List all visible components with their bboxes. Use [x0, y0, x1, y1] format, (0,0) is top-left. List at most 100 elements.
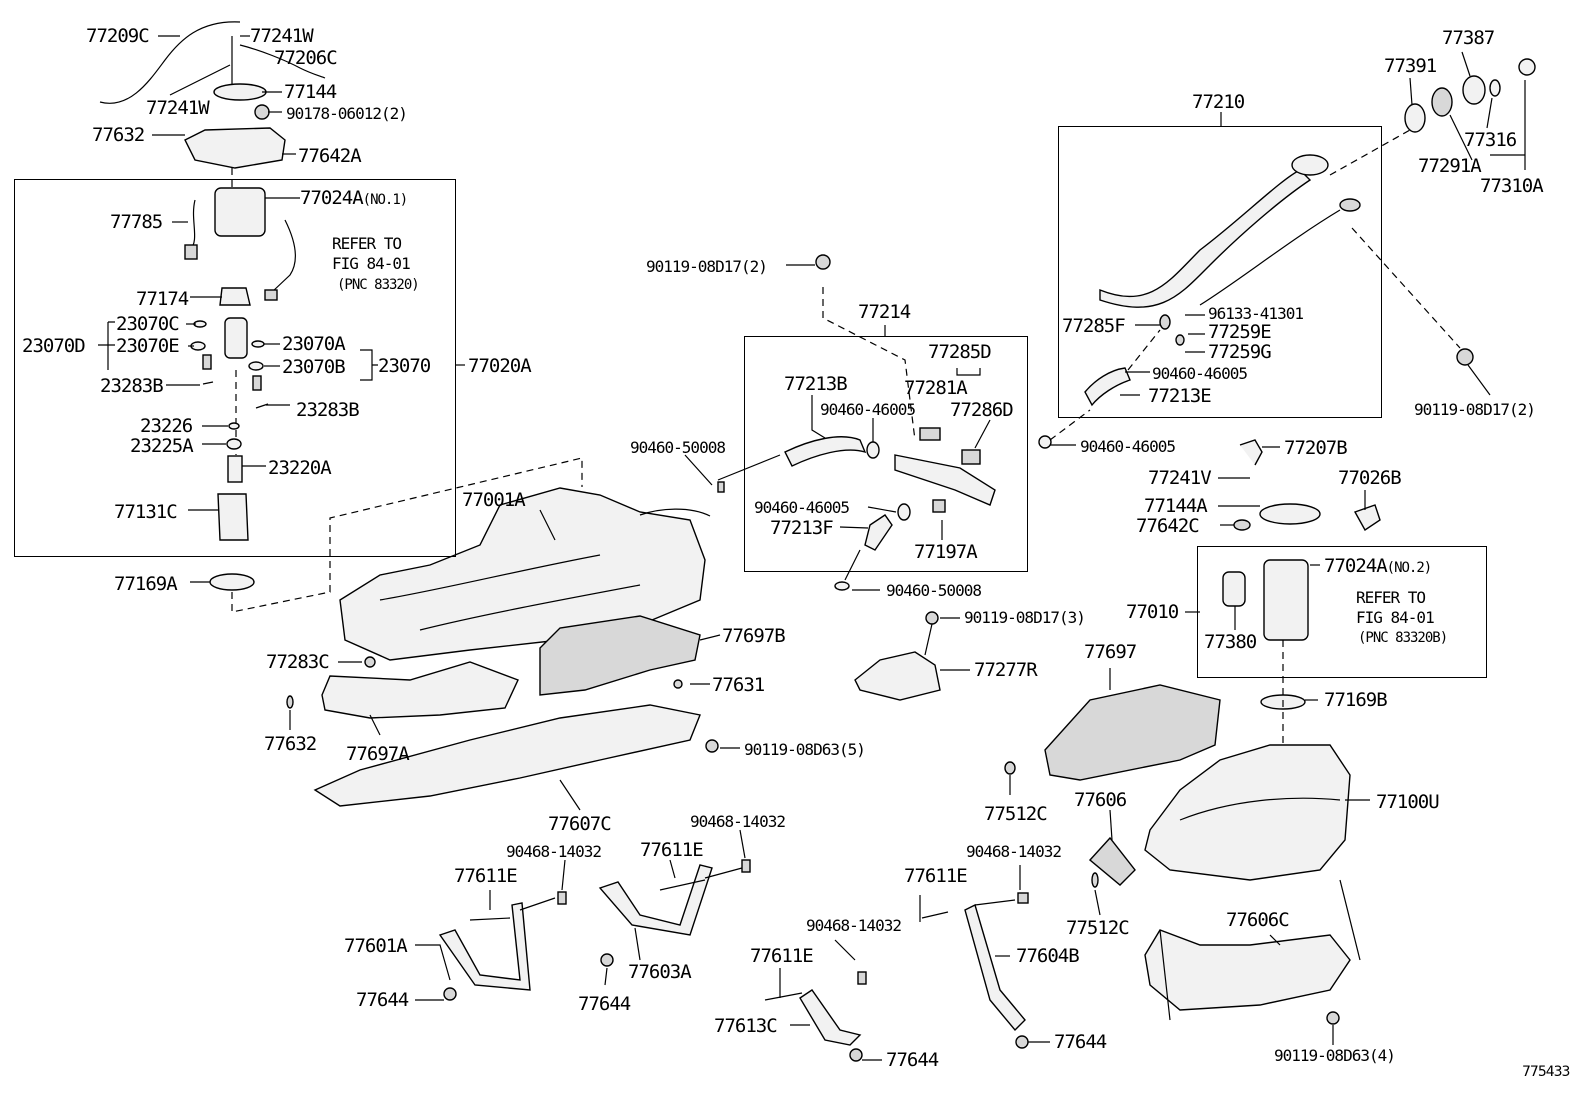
group-box-77020a: [14, 179, 456, 557]
strap-77601a: [438, 902, 531, 991]
clamp-77197a: [932, 499, 946, 513]
grommet-77283c: [364, 656, 376, 668]
part-label: 77644: [886, 1049, 939, 1071]
part-label: 90460-50008: [886, 581, 982, 600]
part-label: 77642A: [298, 145, 362, 167]
part-label: 90119-08D17(2): [1414, 400, 1536, 419]
part-label: 23070D: [22, 335, 86, 357]
part-label: 77100U: [1376, 791, 1440, 813]
strap-77603a: [598, 864, 713, 936]
part-label: 77611E: [640, 839, 704, 861]
part-label: 77169B: [1324, 689, 1388, 711]
part-label: 77697: [1084, 641, 1137, 663]
part-label: 23070A: [282, 333, 346, 355]
pump-bracket-77024a: [214, 187, 266, 237]
gasket-77387: [1462, 75, 1486, 105]
hose-77213b: [784, 436, 867, 467]
group-box-77214: [744, 336, 1028, 572]
part-label: 77632: [264, 733, 317, 755]
part-label: 77613C: [714, 1015, 778, 1037]
strap-77613c: [799, 989, 862, 1046]
part-label: 77380: [1204, 631, 1257, 653]
part-label: 23226: [140, 415, 193, 437]
wire-harness-77209c: [99, 21, 241, 104]
part-label: 77174: [136, 288, 189, 310]
part-label: 77285F: [1062, 315, 1126, 337]
part-label: 90460-46005: [754, 498, 850, 517]
part-label: 90119-08D17(3): [964, 608, 1086, 627]
part-label: 77285D: [928, 341, 992, 363]
part-label: 23070E: [116, 335, 180, 357]
gasket-77144: [213, 83, 267, 101]
protector-77697: [1044, 684, 1221, 781]
reference-note: FIG 84-01: [1356, 608, 1435, 627]
part-label: 77603A: [628, 961, 692, 983]
part-label: 77611E: [750, 945, 814, 967]
part-label: 77642C: [1136, 515, 1200, 537]
gasket-77144a: [1259, 503, 1321, 525]
retainer-77642a: [184, 127, 286, 169]
diagram-code: 775433: [1522, 1064, 1570, 1080]
cap-77310a: [1518, 58, 1536, 76]
part-label: 90178-06012(2): [286, 104, 408, 123]
part-label: 23220A: [268, 457, 332, 479]
part-label: 77291A: [1418, 155, 1482, 177]
part-label: 77281A: [904, 377, 968, 399]
reference-note: (PNC 83320B): [1358, 630, 1448, 646]
sub-tank-77100u: [1144, 744, 1351, 881]
bracket-77606: [1088, 836, 1136, 886]
part-label: 77197A: [914, 541, 978, 563]
part-label: 77144: [284, 81, 337, 103]
clip-77174: [219, 287, 251, 306]
part-label: 23070: [378, 355, 431, 377]
reference-note: (PNC 83320): [337, 277, 420, 293]
part-label: 77001A: [462, 489, 526, 511]
part-label: 90119-08D17(2): [646, 257, 768, 276]
part-label: 77207B: [1284, 437, 1348, 459]
part-label: 77644: [356, 989, 409, 1011]
part-label: 77241W: [146, 97, 210, 119]
clamp-77286d: [961, 449, 981, 465]
part-label: 77010: [1126, 601, 1179, 623]
part-label: 77316: [1464, 129, 1517, 151]
part-label: 77286D: [950, 399, 1014, 421]
protector-77697b: [539, 615, 701, 696]
reference-note: FIG 84-01: [332, 254, 411, 273]
skid-plate-77607c: [313, 704, 701, 807]
bracket-77026b: [1353, 504, 1381, 532]
part-label: 77632: [92, 124, 145, 146]
part-label: 77611E: [904, 865, 968, 887]
part-label: 77213E: [1148, 385, 1212, 407]
breather-96133: [1199, 209, 1341, 306]
part-label: 77644: [1054, 1031, 1107, 1053]
bolt-90119-a: [815, 254, 831, 270]
part-label: 77144A: [1144, 495, 1208, 517]
part-label: 77259E: [1208, 321, 1272, 343]
part-label: 77601A: [344, 935, 408, 957]
part-label: 77214: [858, 301, 911, 323]
part-label: 23283B: [296, 399, 360, 421]
part-label: 77241W: [250, 25, 314, 47]
part-label: 90460-46005: [1080, 437, 1176, 456]
protector-77697a: [321, 661, 519, 719]
part-label: 77277R: [974, 659, 1038, 681]
part-label: 77024A(NO.2): [1324, 555, 1432, 577]
hose-77206c: [239, 44, 326, 79]
part-label: 77785: [110, 211, 163, 233]
pipe-77281a: [894, 454, 996, 506]
skid-plate-77606c: [1144, 929, 1351, 1011]
part-label: 77611E: [454, 865, 518, 887]
part-label: 77697A: [346, 743, 410, 765]
bracket-77277r: [854, 651, 941, 701]
filler-pipe-77210: [1099, 169, 1312, 308]
part-label: 77631: [712, 674, 765, 696]
fuel-tank-77001a: [339, 487, 706, 661]
part-label: 90468-14032: [506, 842, 602, 861]
part-label: 77241V: [1148, 467, 1212, 489]
part-label: 23283B: [100, 375, 164, 397]
part-label: 90460-50008: [630, 438, 726, 457]
part-label: 77210: [1192, 91, 1245, 113]
part-label: 77283C: [266, 651, 330, 673]
